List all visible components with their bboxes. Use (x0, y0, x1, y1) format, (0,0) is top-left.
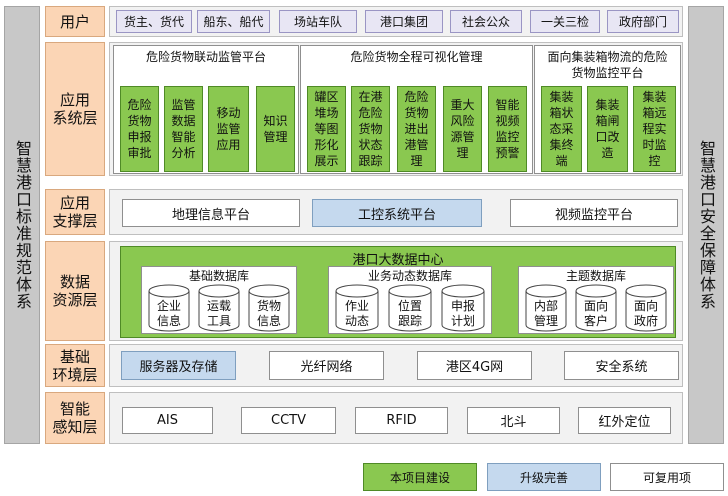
data-row: 港口大数据中心 基础数据库 企业 信息 运载 工具 货物 信息 业务动态数据库 … (109, 241, 683, 341)
database-icon: 作业 动态 (335, 284, 379, 332)
user-box: 场站车队 (279, 10, 357, 33)
db-group-topic: 主题数据库 内部 管理 面向 客户 面向 政府 (518, 266, 674, 334)
app-module: 在港 危险 货物 状态 跟踪 (351, 86, 390, 172)
infra-box-4g: 港区4G网 (417, 351, 532, 380)
layer-label-sense: 智能 感知层 (45, 392, 105, 444)
sense-box-rfid: RFID (355, 407, 448, 434)
database-icon: 运载 工具 (198, 284, 240, 332)
sense-box-beidou: 北斗 (467, 407, 560, 434)
support-box-ics: 工控系统平台 (312, 199, 482, 227)
app-group-linkage-platform: 危险货物联动监管平台 危险 货物 申报 审批 监管 数据 智能 分析 移动 监管… (113, 45, 299, 174)
database-label: 内部 管理 (533, 299, 558, 328)
user-box: 一关三检 (530, 10, 600, 33)
db-group-dynamic: 业务动态数据库 作业 动态 位置 跟踪 申报 计划 (328, 266, 492, 334)
support-box-video: 视频监控平台 (510, 199, 678, 227)
database-icon: 申报 计划 (441, 284, 485, 332)
app-module: 集装 箱远 程实 时监 控 (633, 86, 676, 172)
database-label: 面向 客户 (583, 299, 608, 328)
legend-upgrade: 升级完善 (487, 463, 601, 491)
legend-new-build: 本项目建设 (363, 463, 477, 491)
layer-label-support: 应用 支撑层 (45, 189, 105, 235)
layer-label-data: 数据 资源层 (45, 241, 105, 341)
layer-label-infra: 基础 环境层 (45, 344, 105, 387)
db-group-basic: 基础数据库 企业 信息 运载 工具 货物 信息 (141, 266, 297, 334)
user-box: 货主、货代 (116, 10, 192, 33)
database-label: 申报 计划 (450, 299, 475, 328)
app-group-title: 危险货物全程可视化管理 (350, 50, 483, 64)
sense-box-infrared: 红外定位 (578, 407, 671, 434)
app-row: 危险货物联动监管平台 危险 货物 申报 审批 监管 数据 智能 分析 移动 监管… (109, 42, 683, 176)
database-label: 作业 动态 (344, 299, 369, 328)
database-label: 货物 信息 (256, 299, 281, 328)
db-group-title: 基础数据库 (188, 269, 249, 283)
standards-pillar: 智慧港口标准规范体系 (4, 6, 40, 444)
security-pillar: 智慧港口安全保障体系 (688, 6, 724, 444)
big-data-center-title: 港口大数据中心 (352, 253, 444, 268)
support-row: 地理信息平台 工控系统平台 视频监控平台 (109, 189, 683, 235)
app-group-title: 面向集装箱物流的危险 货物监控平台 (547, 50, 668, 80)
database-icon: 企业 信息 (148, 284, 190, 332)
database-label: 面向 政府 (633, 299, 658, 328)
app-module: 集装 箱闸 口改 造 (587, 86, 628, 172)
sense-box-ais: AIS (122, 407, 213, 434)
user-box: 社会公众 (450, 10, 522, 33)
database-label: 企业 信息 (156, 299, 181, 328)
db-group-title: 业务动态数据库 (367, 269, 452, 283)
security-pillar-label: 智慧港口安全保障体系 (697, 140, 716, 310)
app-module: 知识 管理 (256, 86, 295, 172)
app-module: 智能 视频 监控 预警 (488, 86, 527, 172)
legend-reusable: 可复用项 (610, 463, 724, 491)
app-module: 监管 数据 智能 分析 (164, 86, 203, 172)
app-module: 罐区 堆场 等图 形化 展示 (307, 86, 346, 172)
database-icon: 面向 客户 (575, 284, 617, 332)
database-label: 运载 工具 (206, 299, 231, 328)
sense-box-cctv: CCTV (241, 407, 336, 434)
app-module: 移动 监管 应用 (208, 86, 249, 172)
user-box: 船东、船代 (197, 10, 270, 33)
infra-row: 服务器及存储 光纤网络 港区4G网 安全系统 (109, 344, 683, 387)
layer-label-app: 应用 系统层 (45, 42, 105, 176)
infra-box-servers: 服务器及存储 (121, 351, 236, 380)
sense-row: AIS CCTV RFID 北斗 红外定位 (109, 392, 683, 444)
app-module: 危险 货物 进出 港管 理 (397, 86, 436, 172)
app-module: 危险 货物 申报 审批 (120, 86, 159, 172)
infra-box-fiber: 光纤网络 (269, 351, 384, 380)
support-box-gis: 地理信息平台 (122, 199, 300, 227)
user-box: 港口集团 (365, 10, 443, 33)
infra-box-security: 安全系统 (564, 351, 679, 380)
user-row: 货主、货代 船东、船代 场站车队 港口集团 社会公众 一关三检 政府部门 (109, 6, 683, 37)
app-group-container-monitoring: 面向集装箱物流的危险 货物监控平台 集装 箱状 态采 集终 端 集装 箱闸 口改… (534, 45, 681, 174)
app-group-title: 危险货物联动监管平台 (145, 50, 266, 64)
app-module: 集装 箱状 态采 集终 端 (541, 86, 582, 172)
user-box: 政府部门 (607, 10, 679, 33)
database-icon: 位置 跟踪 (388, 284, 432, 332)
database-label: 位置 跟踪 (397, 299, 422, 328)
app-group-visual-management: 危险货物全程可视化管理 罐区 堆场 等图 形化 展示 在港 危险 货物 状态 跟… (300, 45, 533, 174)
app-module: 重大 风险 源管 理 (443, 86, 482, 172)
database-icon: 面向 政府 (625, 284, 667, 332)
layer-label-user: 用户 (45, 6, 105, 37)
db-group-title: 主题数据库 (565, 269, 626, 283)
big-data-center: 港口大数据中心 基础数据库 企业 信息 运载 工具 货物 信息 业务动态数据库 … (120, 246, 676, 338)
standards-pillar-label: 智慧港口标准规范体系 (13, 140, 32, 310)
database-icon: 货物 信息 (248, 284, 290, 332)
database-icon: 内部 管理 (525, 284, 567, 332)
